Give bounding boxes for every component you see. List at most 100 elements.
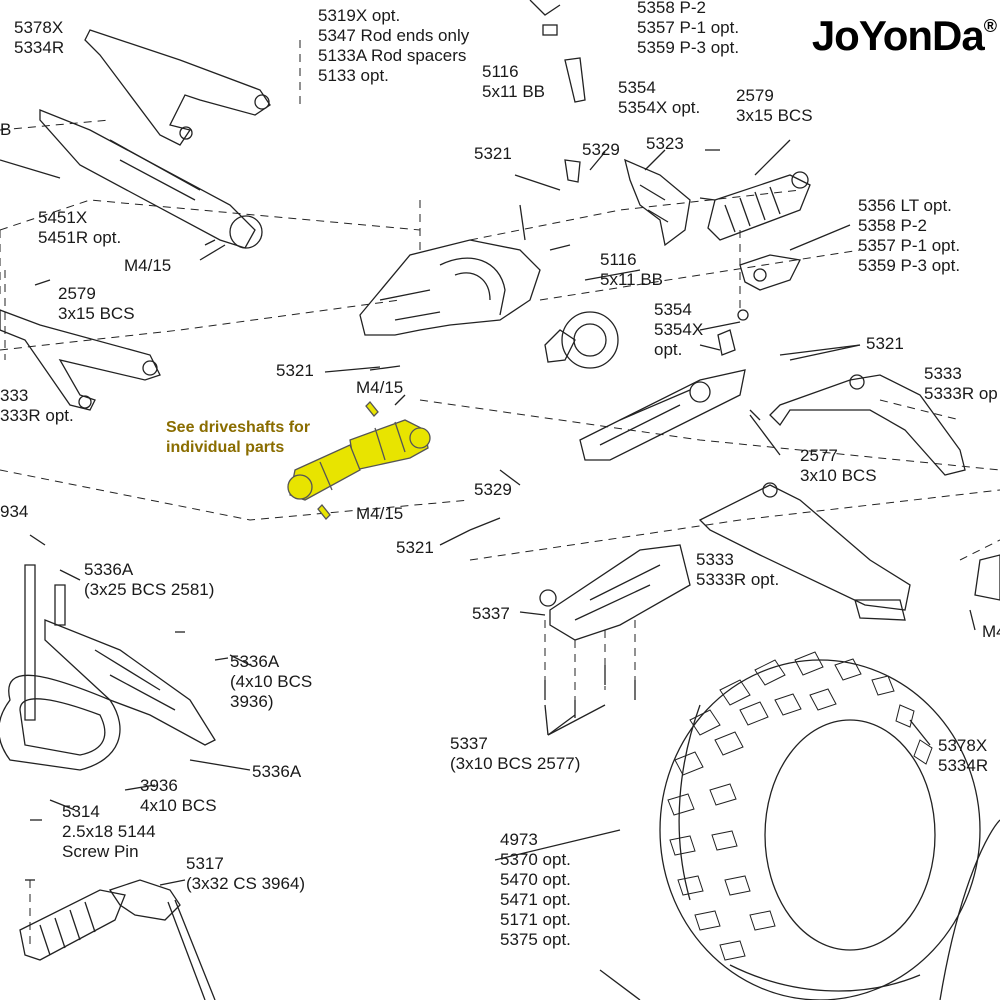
part-label-line: Screw Pin xyxy=(62,842,139,861)
part-label-line: 5356 LT opt. xyxy=(858,196,952,215)
part-label: M4/15 xyxy=(124,256,171,276)
part-label: 934 xyxy=(0,502,28,522)
part-label-line: (3x10 BCS 2577) xyxy=(450,754,581,773)
part-label-line: 5358 P-2 xyxy=(637,0,706,17)
part-label-line: 5133 opt. xyxy=(318,66,389,85)
part-label-line: 5321 xyxy=(276,361,314,380)
part-label: 5323 xyxy=(646,134,684,154)
part-label: 5337 xyxy=(472,604,510,624)
part-label-line: 5336A xyxy=(252,762,302,781)
part-label-line: 5375 opt. xyxy=(500,930,571,949)
part-label-line: 5370 opt. xyxy=(500,850,571,869)
part-label-line: 5333R op xyxy=(924,384,998,403)
part-label-line: 5321 xyxy=(474,144,512,163)
part-label-line: (3x32 CS 3964) xyxy=(186,874,306,893)
part-label-line: 5354 xyxy=(618,78,656,97)
part-label: 5329 xyxy=(474,480,512,500)
part-label-line: opt. xyxy=(654,340,683,359)
brand-name: JoYonDa xyxy=(811,12,985,59)
part-label-line: 5471 opt. xyxy=(500,890,571,909)
part-label-line: 5336A xyxy=(230,652,280,671)
part-label-line: 5337 xyxy=(450,734,488,753)
part-label-line: 2577 xyxy=(800,446,838,465)
part-label-line: M4/15 xyxy=(356,378,404,397)
part-label: M4 xyxy=(982,622,1000,642)
part-label-line: (4x10 BCS xyxy=(230,672,313,691)
part-label-line: 5333 xyxy=(924,364,962,383)
part-label-line: 5357 P-1 opt. xyxy=(637,18,740,37)
part-label-line: 5x11 BB xyxy=(482,82,546,101)
part-label-line: 5171 opt. xyxy=(500,910,571,929)
part-label-line: 5354X xyxy=(654,320,704,339)
part-label-line: 5470 opt. xyxy=(500,870,571,889)
part-label-line: 5378X xyxy=(938,736,988,755)
part-label-line: 2.5x18 5144 xyxy=(62,822,156,841)
highlighted-driveshaft xyxy=(287,401,431,520)
part-label-line: 5133A Rod spacers xyxy=(318,46,467,65)
part-label-line: 5334R xyxy=(14,38,65,57)
part-label-line: 5336A xyxy=(84,560,134,579)
part-label-line: 2579 xyxy=(736,86,774,105)
part-label-line: 5116 xyxy=(482,62,519,81)
part-label-line: 3936 xyxy=(140,776,178,795)
part-label-line: 5319X opt. xyxy=(318,6,401,25)
part-label-line: 5329 xyxy=(474,480,512,499)
part-label-line: 934 xyxy=(0,502,29,521)
part-label-line: 5333R opt. xyxy=(696,570,780,589)
part-label-line: 5x11 BB xyxy=(600,270,664,289)
part-label-line: 5378X xyxy=(14,18,64,37)
part-label-line: 5451R opt. xyxy=(38,228,122,247)
part-label-line: 333 xyxy=(0,386,29,405)
callout-line: individual parts xyxy=(166,439,285,456)
part-label-line: 5323 xyxy=(646,134,684,153)
part-label-line: M4 xyxy=(982,622,1000,641)
part-label-line: 333R opt. xyxy=(0,406,74,425)
part-label: M4/15 xyxy=(356,504,403,524)
part-label: 5329 xyxy=(582,140,620,160)
part-label-line: 5354X opt. xyxy=(618,98,701,117)
brand-mark: ® xyxy=(983,16,997,36)
part-label: 5321 xyxy=(396,538,434,558)
part-label-line: 5321 xyxy=(866,334,904,353)
part-label-line: 5354 xyxy=(654,300,692,319)
part-label-line: 5314 xyxy=(62,802,100,821)
part-label: M4/15 xyxy=(356,378,403,398)
part-label-line: 5359 P-3 opt. xyxy=(858,256,961,275)
part-label: 5317(3x32 CS 3964) xyxy=(186,854,305,894)
part-label-line: (3x25 BCS 2581) xyxy=(84,580,215,599)
part-label-line: 5334R xyxy=(938,756,989,775)
part-label-line: 3x15 BCS xyxy=(58,304,135,323)
part-label: 5336A(3x25 BCS 2581) xyxy=(84,560,214,600)
part-label: 5321 xyxy=(866,334,904,354)
part-label-line: 5357 P-1 opt. xyxy=(858,236,961,255)
part-label-line: 5451X xyxy=(38,208,88,227)
part-label-line: 5337 xyxy=(472,604,510,623)
part-label: 5336A xyxy=(252,762,301,782)
part-label-line: 5329 xyxy=(582,140,620,159)
part-label-line: M4/15 xyxy=(124,256,172,275)
part-label-line: M4/15 xyxy=(356,504,404,523)
part-label-line: 3936) xyxy=(230,692,274,711)
part-label-line: 2579 xyxy=(58,284,96,303)
part-label-line: 3x10 BCS xyxy=(800,466,877,485)
part-label: 5321 xyxy=(276,361,314,381)
part-label-line: 5358 P-2 xyxy=(858,216,927,235)
part-label-line: 5321 xyxy=(396,538,434,557)
part-label-line: 5317 xyxy=(186,854,224,873)
